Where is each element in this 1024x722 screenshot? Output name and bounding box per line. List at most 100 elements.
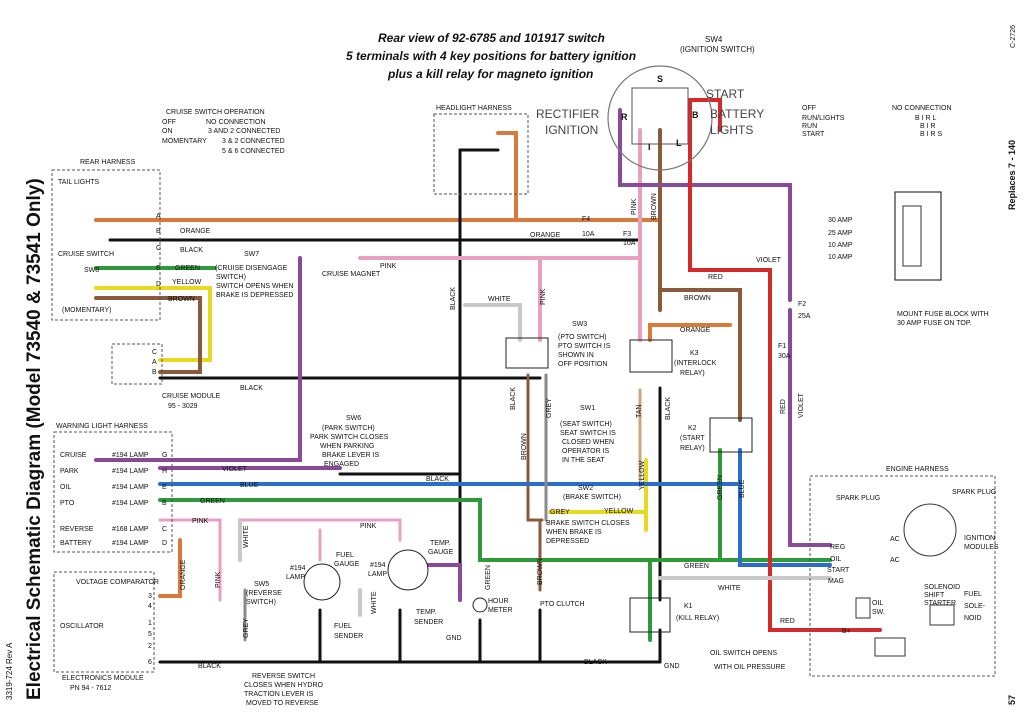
sw1-line: OPERATOR IS: [562, 448, 610, 455]
note-line-1: Rear view of 92-6785 and 101917 switch: [378, 31, 605, 45]
table-row-conn: NO CONNECTION: [892, 105, 952, 112]
cruise-op-pos: OFF: [162, 119, 176, 126]
solenoid-label: STARTER: [924, 600, 956, 607]
fuel-gauge: [303, 563, 341, 601]
wire-violet-switch: [618, 108, 792, 302]
wire-label: WHITE: [488, 296, 511, 303]
wire-violet-temp: [418, 563, 462, 602]
spark-plug-label: SPARK PLUG: [952, 489, 996, 496]
tail-lights-label: TAIL LIGHTS: [58, 179, 100, 186]
wire-orange-headlight: [496, 131, 518, 222]
wire-label: BROWN: [684, 295, 711, 302]
sw7-line: (CRUISE DISENGAGE: [215, 265, 288, 272]
engine-harness-title: ENGINE HARNESS: [886, 466, 949, 473]
warning-lamp-list: CRUISE #194 LAMP G PARK #194 LAMP H OIL …: [60, 452, 167, 547]
wire-label: VIOLET: [756, 257, 782, 264]
oil-note: OIL SWITCH OPENS: [710, 650, 777, 657]
warning-harness-title: WARNING LIGHT HARNESS: [56, 423, 148, 430]
rear-harness-box: [51, 169, 161, 321]
em-pin: 2: [148, 643, 152, 650]
sw2-label: SW2: [578, 485, 593, 492]
solenoid-label: SHIFT: [924, 592, 945, 599]
lights-terminal-label: LIGHTS: [710, 123, 753, 137]
terminal-r: R: [621, 112, 628, 122]
wire-pink-gauge: [238, 518, 402, 542]
wire-label: GREEN: [717, 475, 724, 500]
k3-relay-body: [629, 339, 673, 373]
sw5-line: (REVERSE: [246, 590, 282, 597]
terminal-s: S: [657, 74, 663, 84]
cruise-op-pos: MOMENTARY: [162, 138, 207, 145]
wire-violet-park: [94, 256, 302, 462]
replaces-note: Replaces 7 - 140: [1007, 140, 1017, 210]
fuse-f2-rating: 25A: [798, 313, 811, 320]
wire-label: BLUE: [240, 482, 259, 489]
k3-line: RELAY): [680, 370, 705, 377]
engine-harness-box: [809, 475, 996, 677]
pin-label: D: [156, 281, 161, 288]
figure-code: C-2726: [1010, 25, 1017, 48]
wire-label: BLACK: [584, 659, 607, 666]
ignition-switch-circle: [607, 65, 713, 171]
k1-label: K1: [684, 603, 693, 610]
wire-label: ORANGE: [180, 559, 187, 590]
wire-label: YELLOW: [639, 460, 646, 490]
module-pin: A: [152, 359, 157, 366]
ignition-modules-label: IGNITION: [964, 535, 995, 542]
electronics-module-part: PN 94 - 7612: [70, 685, 111, 692]
sw2-line: BRAKE SWITCH CLOSES: [546, 520, 630, 527]
cruise-op-conn: 3 AND 2 CONNECTED: [208, 128, 280, 135]
sw2-line: (BRAKE SWITCH): [563, 494, 621, 501]
switch-position-table: OFF NO CONNECTION RUN/LIGHTS B I R L RUN…: [802, 105, 952, 138]
wire-label: BROWN: [537, 558, 544, 585]
em-pin: 6: [148, 659, 152, 666]
wire-label: ORANGE: [530, 232, 561, 239]
sw5-label: SW5: [254, 581, 269, 588]
cruise-magnet-label: CRUISE MAGNET: [322, 271, 381, 278]
wire-label: GREY: [243, 618, 250, 638]
wire-label: BROWN: [521, 433, 528, 460]
pto-clutch-label: PTO CLUTCH: [540, 601, 585, 608]
sw5-line: SWITCH): [246, 599, 276, 606]
sw1-line: IN THE SEAT: [562, 457, 605, 464]
cruise-module-box: [111, 343, 163, 385]
wire-label: PINK: [192, 518, 209, 525]
fuse-f3-rating: 10A: [623, 240, 636, 247]
wire-green-warning: [158, 498, 652, 562]
wire-red-main: [688, 98, 882, 632]
wire-label: GREY: [546, 398, 553, 418]
k3-line: (INTERLOCK: [674, 360, 717, 367]
fuse-f1-label: F1: [778, 343, 786, 350]
pin-label: A: [156, 213, 161, 220]
lamp-pin: D: [162, 540, 167, 547]
table-row-pos: RUN/LIGHTS: [802, 115, 845, 122]
temp-gauge-label: GAUGE: [428, 549, 454, 556]
wire-label: BLACK: [198, 663, 221, 670]
ignition-modules-label: MODULES: [964, 544, 999, 551]
momentary-label: (MOMENTARY): [62, 307, 112, 314]
sw1-line: (SEAT SWITCH): [560, 421, 612, 428]
lamp-pin: C: [162, 526, 167, 533]
fuse-block: [894, 191, 942, 281]
sw3-line: PTO SWITCH IS: [558, 343, 611, 350]
lamp-pin: E: [162, 484, 167, 491]
k2-line: RELAY): [680, 445, 705, 452]
wire-label: PINK: [631, 198, 638, 215]
wire-brown-sw3: [526, 373, 544, 522]
sw6-line: (PARK SWITCH): [322, 425, 375, 432]
wire-label: GREY: [550, 509, 570, 516]
wire-label: GREEN: [684, 563, 709, 570]
temp-sender-label: SENDER: [414, 619, 443, 626]
wire-label: GREEN: [485, 565, 492, 590]
doc-number: 3319-724 Rev A: [5, 642, 14, 700]
start-terminal-label: START: [706, 87, 745, 101]
wire-label: BROWN: [168, 296, 195, 303]
fuse-f4-rating: 10A: [582, 231, 595, 238]
lamp-label: #194: [290, 565, 306, 572]
fuse-rating: 30 AMP: [828, 217, 853, 224]
electronics-module-label: ELECTRONICS MODULE: [62, 675, 144, 682]
electronics-module-box: [53, 571, 155, 673]
wire-label: GREEN: [200, 498, 225, 505]
engine-pin: START: [827, 567, 850, 574]
sw6-line: WHEN PARKING: [320, 443, 374, 450]
